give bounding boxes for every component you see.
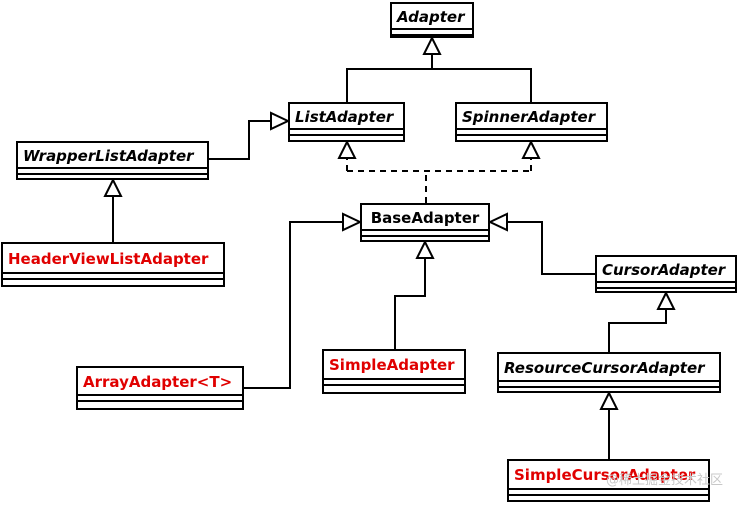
arrowhead-resource-cursor-adapter [599,390,619,410]
inheritance-line-array-adapter [244,221,343,389]
watermark: @稀土掘金技术社区 [605,473,723,488]
list-adapter-class: ListAdapter [288,102,405,142]
cursor-adapter-class: CursorAdapter [595,255,737,293]
class-name: Adapter [392,4,472,30]
base-adapter-class: BaseAdapter [360,203,490,242]
class-name: CursorAdapter [597,257,735,283]
class-name: WrapperListAdapter [18,143,207,169]
arrowhead-adapter [422,35,442,55]
arrowhead-spinner-adapter [521,139,541,159]
class-name: HeaderViewListAdapter [3,244,223,274]
class-name: ListAdapter [290,104,403,130]
arrowhead-list-adapter-wrapper [270,111,291,131]
class-name: BaseAdapter [362,205,488,231]
arrowhead-base-adapter-right [487,212,508,232]
arrowhead-wrapper-list-adapter [103,177,123,197]
spinner-adapter-class: SpinnerAdapter [455,102,608,142]
arrowhead-cursor-adapter [656,290,676,310]
inheritance-line-wrapper-list-adapter [209,120,271,160]
simple-adapter-class: SimpleAdapter [322,349,466,394]
arrowhead-base-adapter-bottom [415,239,435,259]
class-name: SimpleCursorAdapter [509,461,708,490]
class-name: SpinnerAdapter [457,104,606,130]
inheritance-line-simple-adapter [394,258,426,349]
inheritance-line-cursor-adapter [507,221,595,275]
class-name: ArrayAdapter<T> [78,368,242,396]
class-name: SimpleAdapter [324,351,464,380]
arrowhead-list-adapter [337,139,357,159]
class-name: ResourceCursorAdapter [499,354,719,382]
adapter-class: Adapter [390,2,474,38]
simple-cursor-adapter-class: SimpleCursorAdapter [507,459,710,502]
inheritance-line-list-adapter [346,68,532,102]
wrapper-list-adapter-class: WrapperListAdapter [16,141,209,180]
inheritance-line-resource-cursor-adapter [608,309,667,352]
arrowhead-base-adapter-left [342,212,363,232]
resource-cursor-adapter-class: ResourceCursorAdapter [497,352,721,393]
header-view-list-adapter-class: HeaderViewListAdapter [1,242,225,287]
array-adapter-class: ArrayAdapter<T> [76,366,244,410]
